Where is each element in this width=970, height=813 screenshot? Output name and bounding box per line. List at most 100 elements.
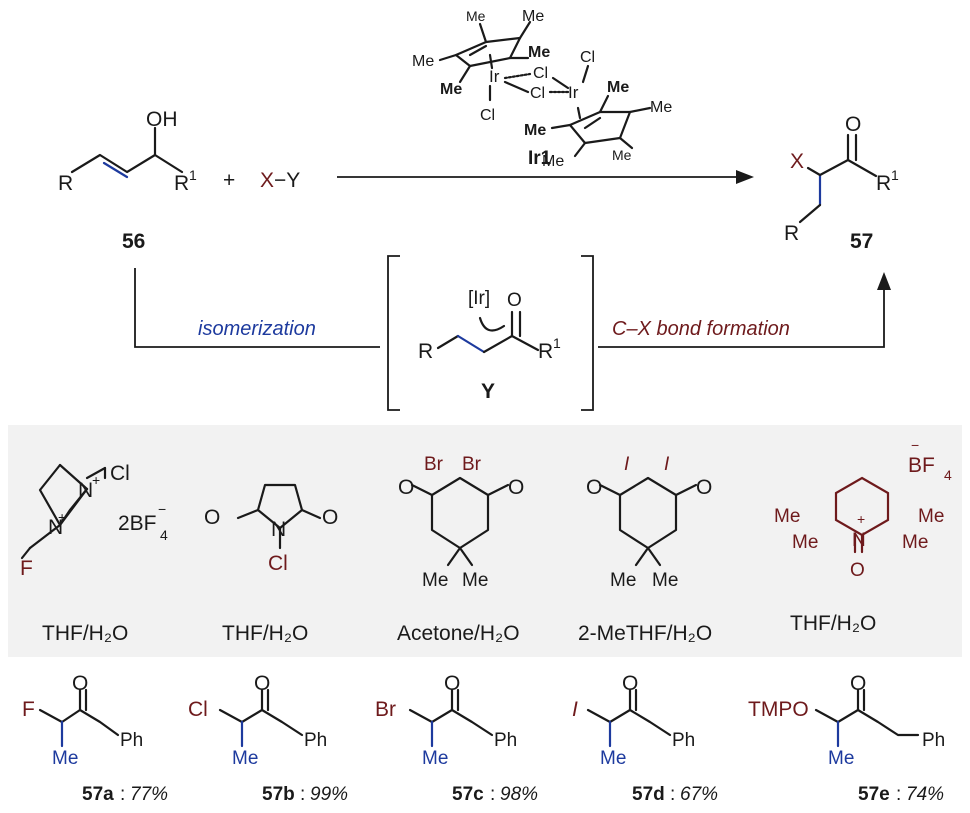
svg-text:Me: Me (232, 748, 258, 769)
cx-bond-formation-label: C–X bond formation (612, 318, 790, 340)
substrate-R1: R (174, 172, 189, 195)
svg-text:Me: Me (792, 532, 818, 553)
isomerization-label: isomerization (198, 318, 316, 340)
substrate-label: 56 (122, 230, 145, 253)
svg-text:Ph: Ph (120, 730, 143, 751)
svg-text:O: O (622, 672, 638, 695)
svg-text:O: O (508, 476, 524, 499)
product-label: 57 (850, 230, 873, 253)
product-57c-id: 57c (452, 784, 484, 805)
svg-text:Me: Me (528, 44, 550, 61)
product-57d: O I Me Ph 57d : 67% (572, 672, 718, 805)
svg-text:O: O (850, 672, 866, 695)
svg-text:Br: Br (424, 454, 444, 475)
svg-text:R: R (418, 340, 433, 363)
solvent-3: Acetone/H₂O (397, 622, 520, 645)
svg-text:I: I (664, 454, 670, 475)
svg-text:O: O (72, 672, 88, 695)
reagent-oxoammonium: Me Me Me Me N O + BF 4 − THF/H₂O (774, 437, 952, 635)
svg-text:Me: Me (422, 570, 448, 591)
mechanism-path: isomerization C–X bond formation (134, 268, 891, 348)
svg-text:1: 1 (189, 167, 197, 183)
product-X: X (790, 150, 804, 173)
svg-text:Cl: Cl (188, 698, 208, 721)
svg-text:O: O (507, 290, 522, 311)
svg-text:Cl: Cl (533, 65, 548, 82)
solvent-4: 2-MeTHF/H₂O (578, 622, 712, 645)
intermediate-metal: [Ir] (468, 288, 490, 309)
reagent-panel (8, 425, 962, 657)
svg-text:Cl: Cl (530, 85, 545, 102)
svg-text:Me: Me (600, 748, 626, 769)
svg-text:O: O (398, 476, 414, 499)
svg-text:I: I (572, 698, 578, 721)
reagent-ncs: O N O Cl THF/H₂O (204, 483, 338, 645)
svg-text:N: N (271, 518, 286, 541)
svg-text:2BF: 2BF (118, 512, 157, 535)
svg-text:TMPO: TMPO (748, 698, 809, 721)
svg-text:+: + (92, 472, 100, 488)
reagent-dibromo: Br Br O O Me Me Acetone/H₂O (397, 454, 524, 645)
product-57b-id: 57b (262, 784, 295, 805)
substrate-OH: OH (146, 108, 178, 131)
svg-text:Me: Me (462, 570, 488, 591)
intermediate-Y: R O [Ir] R 1 Y (387, 255, 594, 411)
svg-text:Ir: Ir (489, 67, 500, 86)
svg-text:BF: BF (908, 454, 935, 477)
svg-text:N: N (852, 530, 866, 551)
substrate-R: R (58, 172, 73, 195)
product-57e-id: 57e (858, 784, 890, 805)
svg-text:+: + (58, 509, 66, 525)
svg-text::: : (120, 784, 125, 805)
svg-text:O: O (254, 672, 270, 695)
svg-text:−Y: −Y (274, 169, 300, 192)
main-arrow (337, 170, 754, 184)
svg-text::: : (300, 784, 305, 805)
svg-text:Me: Me (652, 570, 678, 591)
product-57b: O Cl Me Ph 57b : 99% (188, 672, 348, 805)
svg-text:Ph: Ph (304, 730, 327, 751)
svg-text:−: − (158, 501, 166, 517)
svg-text:Me: Me (466, 8, 486, 24)
svg-text:N: N (78, 479, 93, 502)
svg-text:Me: Me (650, 99, 672, 116)
svg-text:1: 1 (553, 335, 561, 351)
svg-text:Me: Me (440, 81, 462, 98)
svg-text:Me: Me (412, 53, 434, 70)
svg-text:Me: Me (774, 506, 800, 527)
svg-text:Cl: Cl (268, 552, 288, 575)
svg-text:I: I (624, 454, 630, 475)
product-57c: O Br Me Ph 57c : 98% (375, 672, 538, 805)
svg-text:O: O (850, 560, 865, 581)
substrate-56: R OH R 1 56 (58, 108, 197, 253)
svg-text:Me: Me (612, 147, 632, 163)
solvent-1: THF/H₂O (42, 622, 128, 645)
svg-text:Me: Me (422, 748, 448, 769)
svg-text:O: O (322, 506, 338, 529)
product-57e-yield: 74% (906, 784, 944, 805)
reagent-diiodo: I I O O Me Me 2-MeTHF/H₂O (578, 454, 712, 645)
svg-text:1: 1 (891, 167, 899, 183)
svg-text::: : (490, 784, 495, 805)
svg-text:Br: Br (375, 698, 396, 721)
product-57: O X R 1 R 57 (784, 113, 899, 253)
product-57d-yield: 67% (680, 784, 718, 805)
product-57a-id: 57a (82, 784, 114, 805)
solvent-5: THF/H₂O (790, 612, 876, 635)
solvent-2: THF/H₂O (222, 622, 308, 645)
svg-text:Me: Me (542, 153, 564, 170)
product-O: O (845, 113, 861, 136)
svg-text:Ph: Ph (494, 730, 517, 751)
svg-text:O: O (444, 672, 460, 695)
svg-text:Me: Me (828, 748, 854, 769)
svg-text:−: − (911, 437, 919, 453)
svg-text:4: 4 (160, 527, 168, 543)
svg-text:F: F (22, 698, 35, 721)
svg-text:Me: Me (610, 570, 636, 591)
product-57d-id: 57d (632, 784, 665, 805)
product-57e: O TMPO Me Ph 57e : 74% (748, 672, 945, 805)
svg-text:Me: Me (902, 532, 928, 553)
intermediate-label: Y (481, 380, 495, 403)
svg-text:R: R (784, 222, 799, 245)
